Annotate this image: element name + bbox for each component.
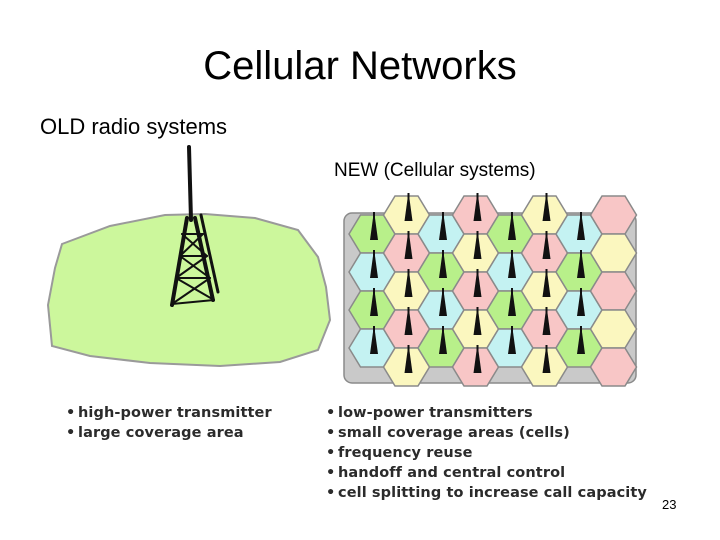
bullet-item: large coverage area	[66, 423, 272, 443]
cell-antenna-icon	[439, 288, 447, 316]
transmission-tower-icon	[170, 145, 220, 307]
cell-antenna-icon	[542, 231, 551, 259]
bullet-item: frequency reuse	[326, 443, 647, 463]
slide-number: 23	[662, 497, 677, 512]
cell-antenna-icon	[577, 250, 585, 278]
bullet-item: low-power transmitters	[326, 403, 647, 423]
cell-antenna-icon	[542, 193, 551, 221]
large-coverage-area	[46, 212, 332, 368]
bullet-item: small coverage areas (cells)	[326, 423, 647, 443]
cell-antenna-icon	[404, 345, 413, 373]
cell-antenna-icon	[404, 193, 413, 221]
cell-antenna-icon	[370, 250, 378, 278]
cell-antenna-icon	[370, 326, 378, 354]
new-systems-label: NEW (Cellular systems)	[334, 160, 536, 181]
new-systems-bullets: low-power transmitters small coverage ar…	[326, 403, 647, 503]
cell-antenna-icon	[577, 288, 585, 316]
hex-cell	[589, 347, 638, 387]
cell-antenna-icon	[439, 212, 447, 240]
cell-antenna-icon	[473, 193, 482, 221]
cell-antenna-icon	[404, 231, 413, 259]
cell-antenna-icon	[577, 326, 585, 354]
cell-antenna-icon	[404, 307, 413, 335]
cell-antenna-icon	[577, 212, 585, 240]
old-systems-bullets: high-power transmitter large coverage ar…	[66, 403, 272, 443]
cell-antenna-icon	[473, 231, 482, 259]
cell-antenna-icon	[473, 269, 482, 297]
slide-title: Cellular Networks	[203, 44, 517, 88]
cell-antenna-icon	[370, 212, 378, 240]
bullet-item: high-power transmitter	[66, 403, 272, 423]
cell-antennas	[370, 193, 585, 373]
bullet-item: handoff and central control	[326, 463, 647, 483]
cell-antenna-icon	[370, 288, 378, 316]
cell-antenna-icon	[473, 345, 482, 373]
old-systems-label: OLD radio systems	[40, 114, 228, 139]
hexagonal-cell-grid	[348, 195, 638, 387]
cell-antenna-icon	[508, 212, 516, 240]
cell-antenna-icon	[439, 250, 447, 278]
cell-antenna-icon	[542, 307, 551, 335]
cell-antenna-icon	[404, 269, 413, 297]
cell-antenna-icon	[508, 288, 516, 316]
bullet-item: cell splitting to increase call capacity	[326, 483, 647, 503]
cell-antenna-icon	[508, 250, 516, 278]
cell-antenna-icon	[542, 345, 551, 373]
cell-antenna-icon	[508, 326, 516, 354]
cell-antenna-icon	[473, 307, 482, 335]
cell-antenna-icon	[542, 269, 551, 297]
cell-antenna-icon	[439, 326, 447, 354]
